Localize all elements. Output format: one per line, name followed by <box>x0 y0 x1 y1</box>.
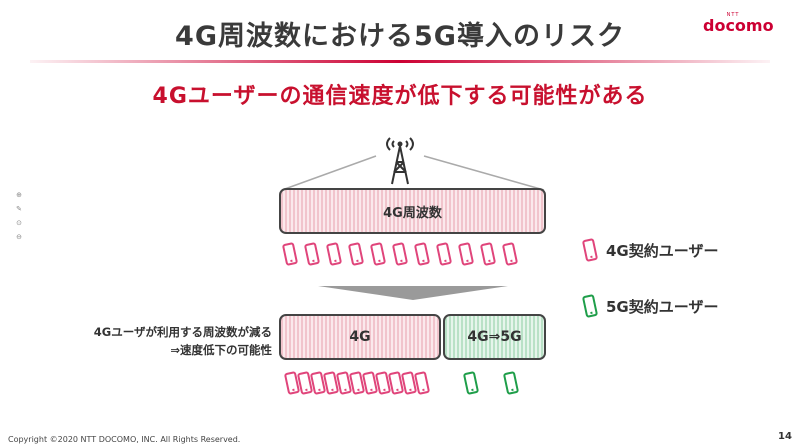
phone-row-4g-after <box>283 370 431 396</box>
phone-4g-icon <box>435 241 453 267</box>
side-toolbar: ⊕ ✎ ⊙ ⊖ <box>12 188 26 244</box>
legend-4g-user: 4G契約ユーザー <box>581 237 719 263</box>
band-4g-to-5g-label: 4G⇒5G <box>467 329 522 345</box>
logo-ntt-text: NTT <box>726 12 740 18</box>
pointer-icon[interactable]: ✎ <box>16 205 22 213</box>
antenna-tower-icon <box>386 137 414 185</box>
phone-4g-icon <box>501 241 519 267</box>
title-divider <box>30 60 770 63</box>
phone-4g-icon <box>369 241 387 267</box>
phone-row-5g-after <box>462 370 520 396</box>
phone-4g-icon <box>581 237 599 263</box>
phone-4g-icon <box>457 241 475 267</box>
zoom-in-icon[interactable]: ⊕ <box>16 191 22 199</box>
band-4g-remaining: 4G <box>279 314 441 360</box>
phone-4g-icon <box>325 241 343 267</box>
band-4g-remaining-label: 4G <box>349 329 371 345</box>
band-4g-frequency: 4G周波数 <box>279 188 546 234</box>
docomo-logo: NTT docomo <box>703 12 774 35</box>
note-line-1: 4Gユーザが利用する周波数が減る <box>93 325 272 339</box>
phone-4g-icon <box>303 241 321 267</box>
phone-4g-icon <box>479 241 497 267</box>
page-number: 14 <box>778 431 792 442</box>
legend-5g-user-label: 5G契約ユーザー <box>606 297 719 316</box>
phone-5g-icon <box>462 370 480 396</box>
legend-4g-user-label: 4G契約ユーザー <box>606 241 719 260</box>
phone-5g-icon <box>502 370 520 396</box>
copyright-text: Copyright ©2020 NTT DOCOMO, INC. All Rig… <box>8 435 241 444</box>
speed-drop-note: 4Gユーザが利用する周波数が減る ⇒速度低下の可能性 <box>30 323 272 359</box>
logo-docomo-text: docomo <box>703 16 774 35</box>
slide-title: 4G周波数における5G導入のリスク <box>175 21 625 52</box>
legend-5g-user: 5G契約ユーザー <box>581 293 719 319</box>
phone-4g-icon <box>347 241 365 267</box>
band-4g-frequency-label: 4G周波数 <box>383 205 442 221</box>
magnify-icon[interactable]: ⊙ <box>16 219 22 227</box>
down-arrow-icon <box>318 286 508 300</box>
band-4g-to-5g: 4G⇒5G <box>443 314 546 360</box>
phone-4g-icon <box>391 241 409 267</box>
phone-4g-icon <box>281 241 299 267</box>
slide-subtitle: 4Gユーザーの通信速度が低下する可能性がある <box>152 84 648 109</box>
phone-row-4g-before <box>281 241 519 267</box>
note-line-2: ⇒速度低下の可能性 <box>170 343 272 357</box>
phone-4g-icon <box>413 241 431 267</box>
phone-5g-icon <box>581 293 599 319</box>
zoom-out-icon[interactable]: ⊖ <box>16 233 22 241</box>
